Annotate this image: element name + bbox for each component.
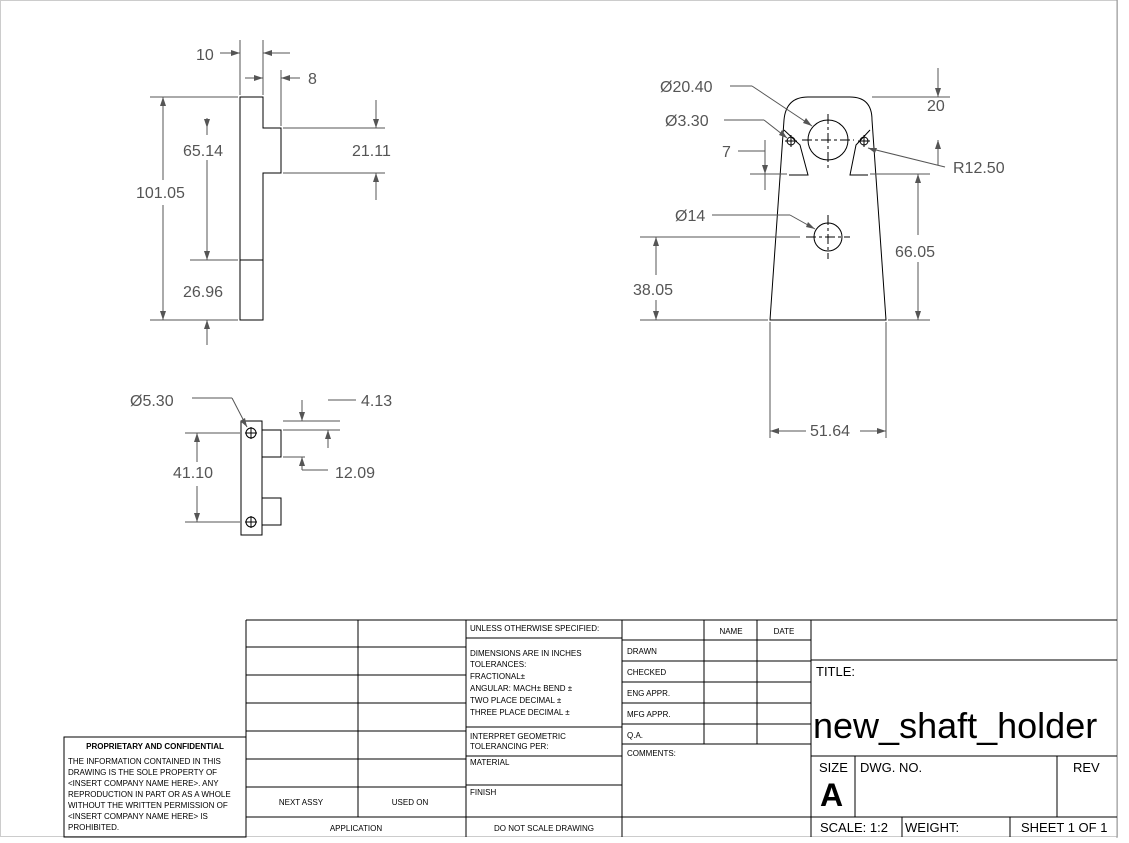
name-header: NAME: [719, 627, 742, 636]
side-view: [239, 96, 282, 321]
application-label: APPLICATION: [330, 824, 383, 833]
material-label: MATERIAL: [470, 758, 510, 767]
dim-26-96: 26.96: [183, 284, 223, 301]
proprietary-line: PROHIBITED.: [68, 823, 119, 832]
dia-14: Ø14: [675, 208, 705, 225]
bottom-view-tab-bottom: [262, 497, 282, 526]
unless-specified-label: UNLESS OTHERWISE SPECIFIED:: [470, 624, 599, 633]
qa-label: Q.A.: [627, 731, 643, 740]
proprietary-title: PROPRIETARY AND CONFIDENTIAL: [86, 742, 224, 751]
radius-12-50: R12.50: [953, 160, 1005, 177]
dim-38-05: 38.05: [633, 282, 673, 299]
dia-3-30: Ø3.30: [665, 113, 709, 130]
dim-10: 10: [196, 47, 214, 64]
used-on-label: USED ON: [392, 798, 429, 807]
dim-12-09: 12.09: [335, 465, 375, 482]
dim-8: 8: [308, 71, 317, 88]
interpret-line: INTERPRET GEOMETRIC: [470, 732, 566, 741]
proprietary-line: <INSERT COMPANY NAME HERE> IS: [68, 812, 208, 821]
weight-label: WEIGHT:: [905, 820, 959, 835]
tolerance-line: FRACTIONAL±: [470, 672, 526, 681]
next-assy-label: NEXT ASSY: [279, 798, 324, 807]
proprietary-line: DRAWING IS THE SOLE PROPERTY OF: [68, 768, 217, 777]
size-value: A: [820, 777, 843, 813]
eng-appr-label: ENG APPR.: [627, 689, 670, 698]
front-view-dims: [640, 68, 950, 438]
do-not-scale-label: DO NOT SCALE DRAWING: [494, 824, 594, 833]
dia-20-40: Ø20.40: [660, 79, 713, 96]
rev-label: REV: [1073, 760, 1100, 775]
front-view-centerlines: [785, 114, 870, 259]
tolerance-line: DIMENSIONS ARE IN INCHES: [470, 649, 582, 658]
proprietary-line: <INSERT COMPANY NAME HERE>. ANY: [68, 779, 219, 788]
dim-20: 20: [927, 98, 945, 115]
drawn-label: DRAWN: [627, 647, 657, 656]
front-view-outline: [769, 96, 887, 321]
dim-65-14: 65.14: [183, 143, 223, 160]
checked-label: CHECKED: [627, 668, 666, 677]
title-block-grid: [63, 619, 1117, 838]
scale-label: SCALE: 1:2: [820, 820, 888, 835]
bottom-view-arrows: [194, 412, 331, 522]
comments-label: COMMENTS:: [627, 749, 676, 758]
front-right-lug: [849, 129, 871, 176]
tolerance-line: THREE PLACE DECIMAL ±: [470, 708, 570, 717]
front-view-arrows: [653, 88, 941, 434]
tolerance-line: TOLERANCES:: [470, 660, 526, 669]
proprietary-line: WITHOUT THE WRITTEN PERMISSION OF: [68, 801, 228, 810]
dim-101-05: 101.05: [136, 185, 185, 202]
sheet-label: SHEET 1 OF 1: [1021, 820, 1107, 835]
bottom-view-body: [240, 420, 263, 536]
dim-41-10: 41.10: [173, 465, 213, 482]
part-name: new_shaft_holder: [813, 705, 1097, 746]
mfg-appr-label: MFG APPR.: [627, 710, 671, 719]
front-left-lug: [783, 129, 809, 176]
proprietary-line: REPRODUCTION IN PART OR AS A WHOLE: [68, 790, 231, 799]
bottom-view-tab-top: [262, 429, 282, 458]
front-view: [769, 96, 887, 321]
dwg-no-label: DWG. NO.: [860, 760, 922, 775]
tolerance-line: TWO PLACE DECIMAL ±: [470, 696, 562, 705]
bottom-view: [240, 420, 282, 536]
tolerance-line: ANGULAR: MACH± BEND ±: [470, 684, 573, 693]
dim-7: 7: [722, 144, 731, 161]
dim-66-05: 66.05: [895, 244, 935, 261]
dia-5-30: Ø5.30: [130, 393, 174, 410]
finish-label: FINISH: [470, 788, 496, 797]
proprietary-line: THE INFORMATION CONTAINED IN THIS: [68, 757, 221, 766]
interpret-line: TOLERANCING PER:: [470, 742, 549, 751]
title-label: TITLE:: [816, 664, 855, 679]
size-label: SIZE: [819, 760, 848, 775]
dim-21-11: 21.11: [352, 143, 391, 160]
dim-4-13: 4.13: [361, 393, 392, 410]
date-header: DATE: [774, 627, 795, 636]
bottom-view-dims: [185, 397, 356, 523]
dim-51-64: 51.64: [810, 423, 850, 440]
side-view-outline: [239, 96, 282, 321]
side-view-arrows: [160, 50, 379, 329]
